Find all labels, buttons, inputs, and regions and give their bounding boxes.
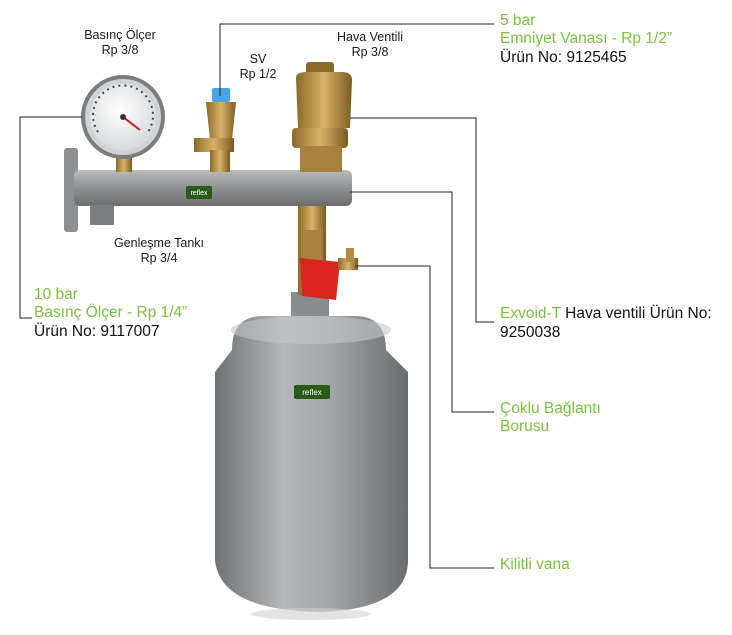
label-expansion-tank-name: Genleşme Tankı [113,236,205,250]
lock-valve-assembly [298,205,358,300]
callout-exvoid-brand: Exvoid-T [500,305,561,322]
label-pressure-gauge: Basınç Ölçer Rp 3/8 [70,28,170,58]
manifold-logo [186,186,212,199]
callout-lock-valve: Kilitli vana [500,556,570,574]
leader-air-vent [350,117,494,323]
callout-safety-valve-pressure: 5 bar [500,12,536,29]
label-sv-size: Rp 1/2 [239,66,277,81]
leader-safety-valve [219,23,494,96]
label-pressure-gauge-size: Rp 3/8 [101,42,139,57]
callout-gauge-product: Ürün No: 9117007 [34,322,160,340]
callout-exvoid-product: 9250038 [500,323,561,341]
svg-text:reflex: reflex [190,190,208,197]
callout-gauge-pressure: 10 bar [34,286,78,303]
expansion-tank-vessel: reflex [215,292,408,620]
tank-logo [294,385,330,399]
safety-valve [194,88,236,172]
label-air-vent-size: Rp 3/8 [351,44,389,59]
callout-manifold-line2: Borusu [500,418,550,436]
callout-exvoid-text: Hava ventili Ürün No: [560,305,712,322]
pressure-gauge [81,75,165,172]
callout-safety-valve-product: Ürün No: 9125465 [500,48,627,66]
callout-safety-valve: 5 bar Emniyet Vanası - Rp 1/2” Ürün No: … [500,12,672,67]
valve-handle-red [300,258,340,300]
svg-text:reflex: reflex [302,388,322,397]
leader-lock-valve [355,265,494,569]
callout-manifold: Çoklu Bağlantı Borusu [500,400,601,437]
label-expansion-tank-size: Rp 3/4 [140,250,178,265]
callout-safety-valve-name: Emniyet Vanası - Rp 1/2” [500,30,673,48]
callout-lock-valve-label: Kilitli vana [500,556,570,573]
leader-manifold [350,191,494,413]
manifold-pipe: reflex [64,148,352,232]
callout-exvoid: Exvoid-T Hava ventili Ürün No: 9250038 [500,305,712,342]
label-air-vent-name: Hava Ventili [336,30,403,44]
callout-manifold-line1: Çoklu Bağlantı [500,400,601,417]
air-vent [292,62,352,172]
label-pressure-gauge-name: Basınç Ölçer [84,28,156,42]
label-sv: SV Rp 1/2 [228,52,288,82]
label-air-vent: Hava Ventili Rp 3/8 [320,30,420,60]
label-expansion-tank: Genleşme Tankı Rp 3/4 [104,236,214,266]
callout-gauge: 10 bar Basınç Ölçer - Rp 1/4” Ürün No: 9… [34,286,187,341]
callout-gauge-name: Basınç Ölçer - Rp 1/4” [34,304,188,322]
label-sv-name: SV [249,52,267,66]
leader-gauge [19,116,82,319]
